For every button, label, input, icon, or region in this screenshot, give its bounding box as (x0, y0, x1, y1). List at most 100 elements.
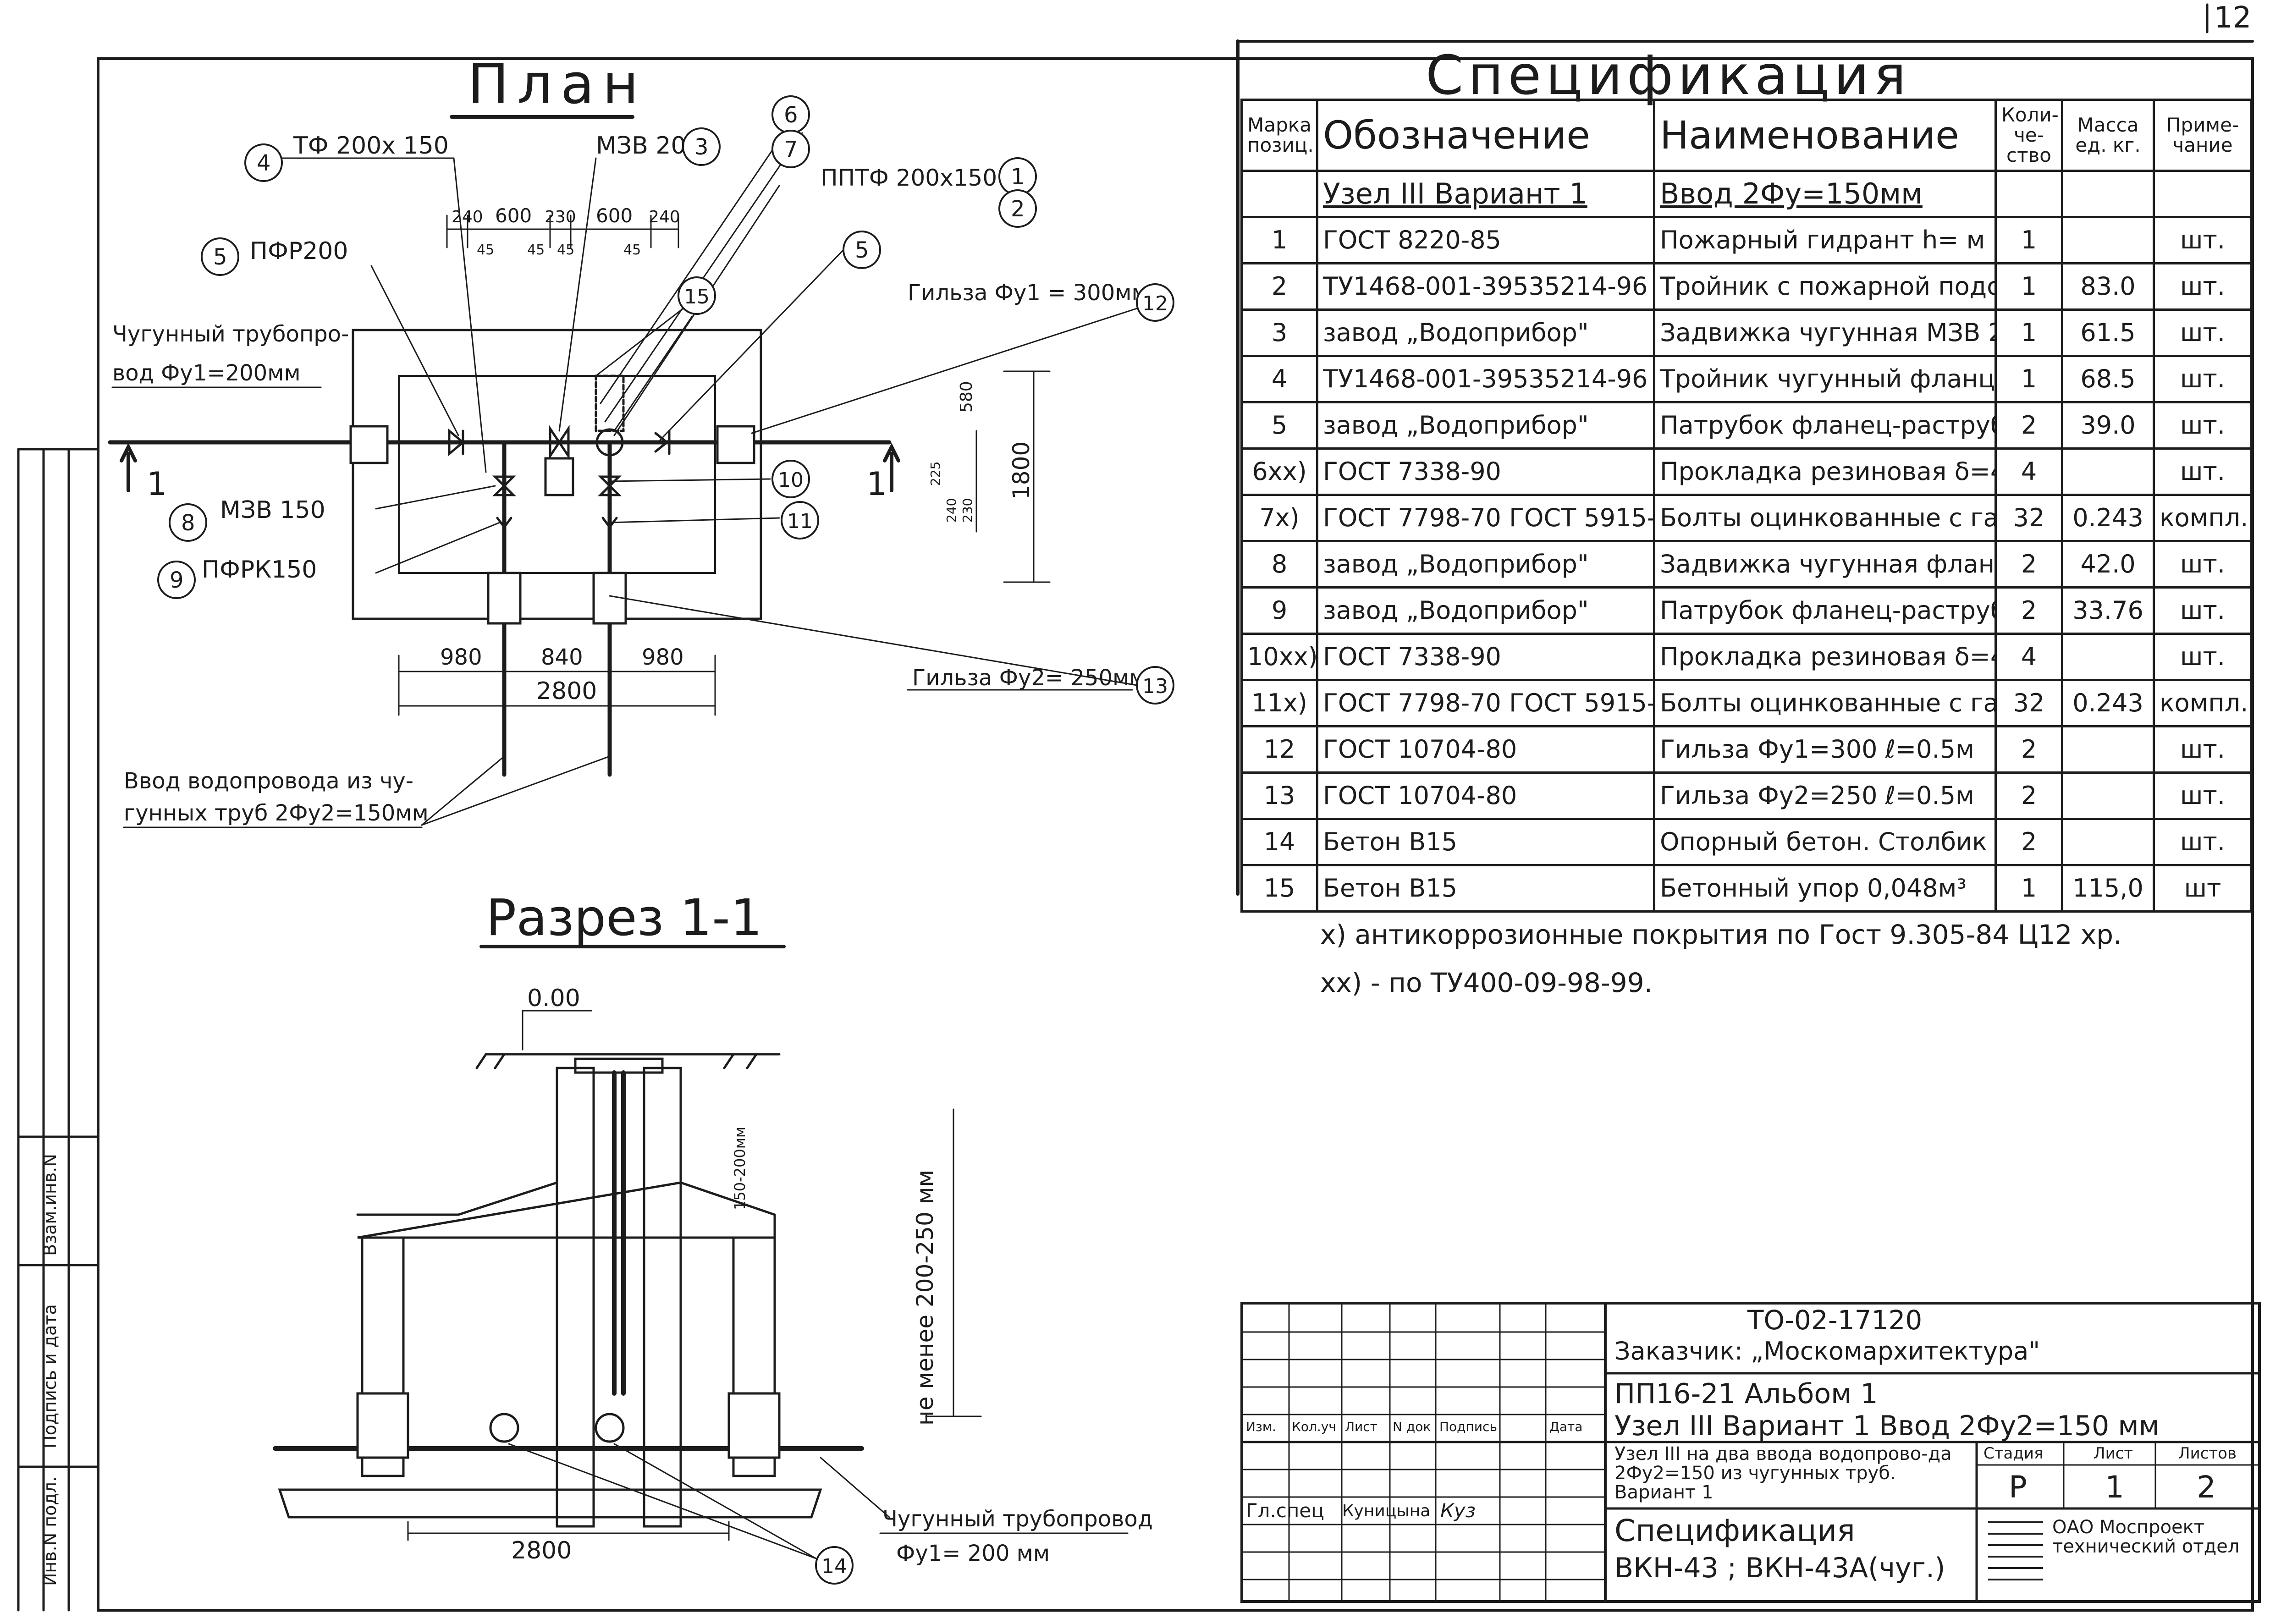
callout-11: 11 (787, 510, 813, 533)
dim-bottom-2: 840 (541, 644, 583, 670)
spec-h-note: Приме-чание (2153, 99, 2253, 172)
page-number: 12 (2214, 1, 2251, 35)
spec-cell-qty: 2 (1994, 401, 2063, 450)
stamp-sign: Подпись и дата (40, 1304, 60, 1448)
spec-cell-designation: ГОСТ 10704-80 (1316, 771, 1655, 820)
spec-cell-pos: 5 (1240, 401, 1318, 450)
callout-3: 3 (694, 134, 709, 160)
stamp-inv: Инв.N подл. (40, 1476, 60, 1586)
spec-cell-pos: 11x) (1240, 679, 1318, 727)
tb-org: ОАО Моспроект технический отдел (2052, 1517, 2240, 1557)
section-mark-left: 1 (147, 465, 167, 503)
spec-cell-pos: 9 (1240, 586, 1318, 635)
callout-2: 2 (1011, 196, 1025, 222)
spec-cell-designation: ГОСТ 10704-80 (1316, 725, 1655, 774)
spec-h-name: Наименование (1653, 99, 1997, 172)
spec-cell-name: Гильза Фу2=250 ℓ=0.5м (1653, 771, 1997, 820)
plan-leaders (370, 132, 1156, 826)
spec-cell-note: компл. (2153, 679, 2253, 727)
spec-cell-mass: 115,0 (2061, 864, 2155, 913)
spec-cell-qty: 32 (1994, 679, 2063, 727)
dim-right-1800: 1800 (1008, 441, 1035, 500)
plan-dim-top (446, 215, 679, 248)
spec-cell-qty: 1 (1994, 262, 2063, 311)
spec-cell-qty: 1 (1994, 216, 2063, 264)
tb-stage-header: Стадия (1983, 1444, 2044, 1463)
tb-col-3: Лист (1345, 1419, 1377, 1434)
spec-cell-mass (2061, 725, 2155, 774)
spec-h-pos: Марка позиц. (1240, 99, 1318, 172)
spec-cell-qty: 1 (1994, 355, 2063, 403)
sheet-frame (97, 57, 2254, 1612)
spec-cell-designation: завод „Водоприбор" (1316, 586, 1655, 635)
spec-cell-designation: Бетон В15 (1316, 864, 1655, 913)
spec-cell-pos: 3 (1240, 308, 1318, 357)
section-dim-depth: 150-200мм (731, 1127, 749, 1210)
callout-6: 6 (784, 102, 798, 128)
spec-h-mass: Масса ед. кг. (2061, 99, 2155, 172)
callout-13: 13 (1142, 675, 1168, 698)
spec-cell-mass (2061, 818, 2155, 866)
dim-right-small-2: 240 (944, 498, 959, 523)
section-dim-min: не менее 200-250 мм (912, 1170, 938, 1426)
spec-cell-designation: завод „Водоприбор" (1316, 401, 1655, 450)
spec-cell-note: шт. (2153, 308, 2253, 357)
spec-cell-pos: 15 (1240, 864, 1318, 913)
dim-bottom-1: 980 (440, 644, 482, 670)
dim-total: 2800 (536, 677, 597, 705)
label-pipe-1: Чугунный трубопро- (112, 321, 349, 347)
spec-cell-qty: 1 (1994, 864, 2063, 913)
spec-cell-pos: 13 (1240, 771, 1318, 820)
spec-cell-mass: 68.5 (2061, 355, 2155, 403)
tb-role: Гл.спец (1246, 1499, 1324, 1522)
spec-cell-note: шт. (2153, 633, 2253, 681)
spec-h-designation: Обозначение (1316, 99, 1655, 172)
spec-cell-note: шт. (2153, 725, 2253, 774)
section-well (556, 1057, 682, 1528)
spec-cell-note: шт. (2153, 540, 2253, 589)
footnote-2: xx) - по ТУ400-09-98-99. (1320, 967, 1653, 998)
section-mark-right: 1 (866, 465, 887, 503)
spec-cell-name: Задвижка чугунная МЗВ 200 (1653, 308, 1997, 357)
spec-cell-designation: ТУ1468-001-39535214-96 ГОСТ 5525-88 (1316, 262, 1655, 311)
spec-cell-qty: 2 (1994, 818, 2063, 866)
spec-cell-mass: 0.243 (2061, 679, 2155, 727)
tb-sheet-header: Лист (2094, 1444, 2133, 1463)
label-sleeve1: Гильза Фу1 = 300мм (908, 280, 1148, 306)
tb-col-5: Подпись (1439, 1419, 1497, 1434)
spec-cell-pos: 1 (1240, 216, 1318, 264)
spec-cell-pos: 8 (1240, 540, 1318, 589)
spec-cell-designation: завод „Водоприбор" (1316, 540, 1655, 589)
spec-cell-qty: 2 (1994, 540, 2063, 589)
spec-cell-name: Болты оцинкованные с гайкой М20х70 (1653, 679, 1997, 727)
callout-12: 12 (1142, 292, 1168, 315)
label-pipe-2: вод Фу1=200мм (112, 360, 301, 386)
spec-cell-pos: 12 (1240, 725, 1318, 774)
title-block-grid (1243, 1305, 2258, 1600)
stamp-replace: Взам.инв.N (40, 1154, 60, 1256)
tb-description: Узел III на два ввода водопрово-да 2Фу2=… (1614, 1443, 1952, 1503)
callout-5a: 5 (213, 244, 227, 270)
spec-cell-qty: 4 (1994, 447, 2063, 496)
label-sleeve2: Гильза Фу2= 250мм (912, 665, 1146, 691)
callout-1: 1 (1011, 164, 1025, 190)
label-pfr: ПФР200 (250, 237, 348, 265)
spec-cell-note: шт. (2153, 401, 2253, 450)
tb-col-4: N док (1393, 1419, 1431, 1434)
tb-doc-title: Спецификация (1614, 1513, 1855, 1548)
label-input-1: Ввод водопровода из чу- (124, 768, 413, 794)
plan-title: План (468, 53, 647, 116)
spec-cell-name: Бетонный упор 0,048м³ (1653, 864, 1997, 913)
spec-cell-name: Тройник с пожарной подстав-кой ППТФ 200х… (1653, 262, 1997, 311)
